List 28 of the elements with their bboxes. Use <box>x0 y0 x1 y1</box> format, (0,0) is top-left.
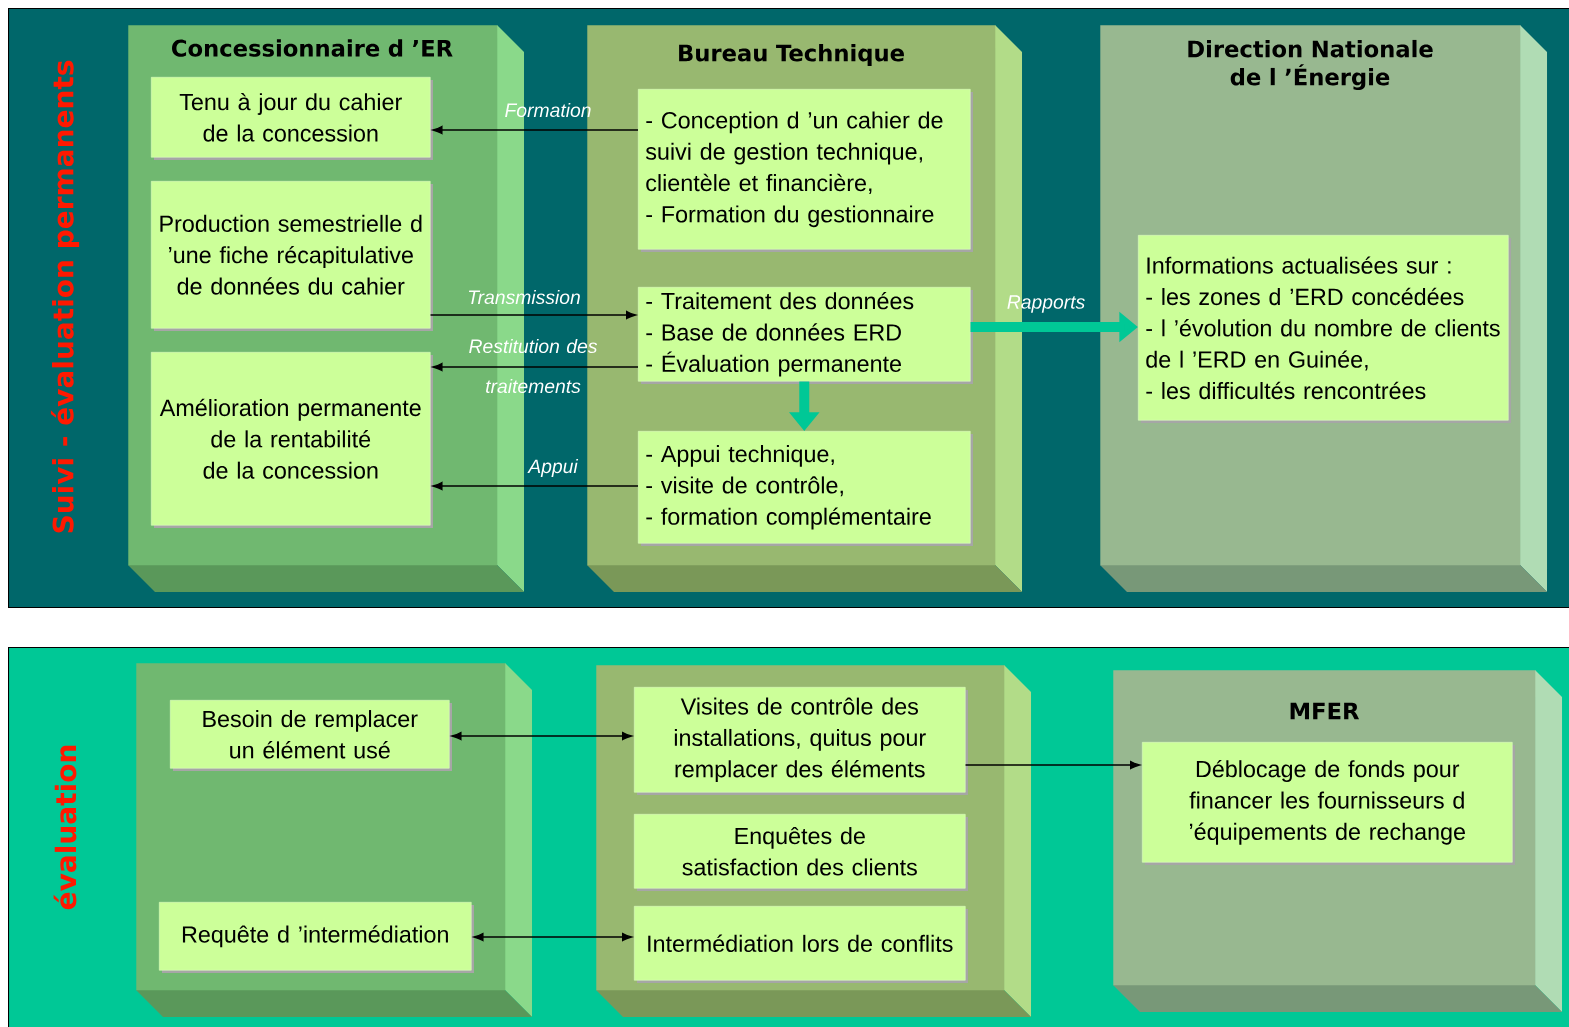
side-title: Suivi - évaluation permanents <box>50 60 80 533</box>
text-box: Besoin de remplacer un élément usé <box>170 700 452 771</box>
arrow <box>473 932 633 942</box>
text-box: - Traitement des données - Base de données ERD - Évaluation permanente <box>638 287 973 384</box>
column-heading: MFER <box>1290 702 1360 720</box>
column-heading: Concessionnaire d ’ER <box>172 39 453 57</box>
text-box: Déblocage de fonds pour financer les fournisseurs d ’équipements de rechange <box>1142 742 1515 865</box>
text-box: Amélioration permanente de la rentabilité de la concession <box>151 352 433 528</box>
arrow <box>432 362 639 372</box>
column-heading: Bureau Technique <box>679 44 904 66</box>
arrow <box>432 481 639 491</box>
text-box: Requête d ’intermédiation <box>159 902 474 973</box>
text-box: - Conception d ’un cahier de suivi de gestion technique, clientèle et financière, - Formation du gestionnaire <box>638 89 973 252</box>
text-box: - Appui technique, - visite de contrôle, - formation complémentaire <box>638 431 973 546</box>
arrow <box>451 731 633 741</box>
text-box: Tenu à jour du cahier de la concession <box>151 77 433 160</box>
text-box: Informations actualisées sur : - les zones d ’ERD concédées - l ’évolution du nombre de clients de l ’ERD en Guinée, - les difficultés rencontrées <box>1138 235 1511 423</box>
text-box: Visites de contrôle des installations, quitus pour remplacer des éléments <box>634 687 968 795</box>
arrow <box>964 760 1141 770</box>
arrow <box>432 125 639 135</box>
arrow <box>429 310 636 320</box>
side-title: évaluation <box>53 745 77 910</box>
text-box: Enquêtes de satisfaction des clients <box>634 814 968 891</box>
text-box: Production semestrielle d ’une fiche récapitulative de données du cahier <box>151 181 433 331</box>
edge-label: Appui <box>527 459 579 477</box>
text-box: Intermédiation lors de conflits <box>634 906 968 983</box>
column-heading: Direction Nationale de l ’Énergie <box>1188 39 1433 91</box>
edge-label: Transmission <box>469 289 580 305</box>
